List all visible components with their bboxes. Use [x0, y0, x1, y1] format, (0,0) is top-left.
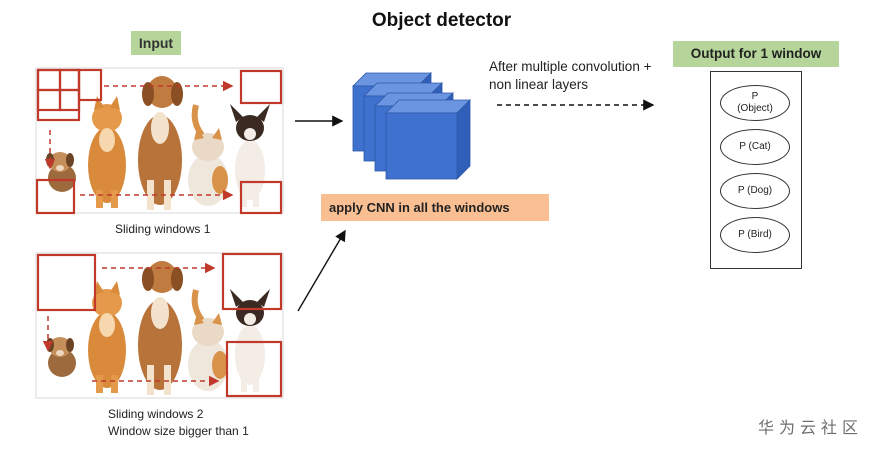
- diagram-title: Object detector: [371, 10, 512, 31]
- sliding-windows-2-image: [35, 252, 284, 399]
- sliding-windows-2-caption: Sliding windows 2 Window size bigger tha…: [108, 406, 249, 440]
- output-bird-probability: P (Bird): [720, 217, 790, 253]
- output-label: Output for 1 window: [673, 41, 839, 67]
- sliding-windows-2-caption-line1: Sliding windows 2: [108, 407, 204, 421]
- cnn-label: apply CNN in all the windows: [321, 194, 549, 221]
- output-cat-probability: P (Cat): [720, 129, 790, 165]
- convolution-description-line1: After multiple convolution +: [489, 59, 652, 74]
- sliding-windows-2-caption-line2: Window size bigger than 1: [108, 424, 249, 438]
- output-probabilities-box: P (Object) P (Cat) P (Dog) P (Bird): [710, 71, 802, 269]
- cnn-layer-stack-icon: [352, 72, 471, 180]
- input-label: Input: [131, 31, 181, 55]
- watermark: 华为云社区: [758, 418, 864, 437]
- sliding-windows-1-boxes: [35, 68, 283, 215]
- sliding-windows-2-boxes: [36, 252, 283, 398]
- output-object-probability: P (Object): [720, 85, 790, 121]
- convolution-description-line2: non linear layers: [489, 77, 589, 92]
- arrow-image2-to-cnn: [297, 229, 346, 312]
- sliding-windows-1-image: [35, 67, 284, 215]
- output-dog-probability: P (Dog): [720, 173, 790, 209]
- convolution-description: After multiple convolution + non linear …: [489, 58, 679, 94]
- sliding-windows-1-caption: Sliding windows 1: [115, 222, 211, 236]
